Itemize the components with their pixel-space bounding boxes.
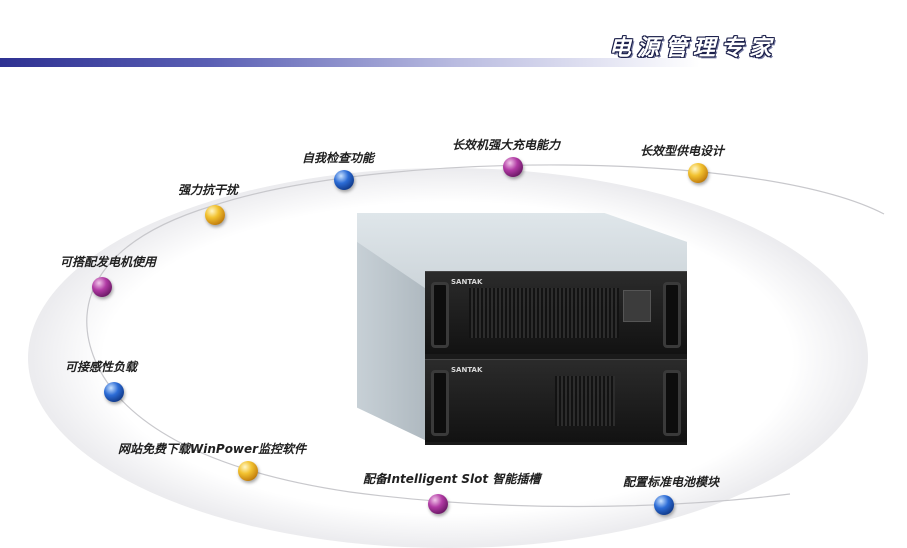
feature-ball-self-check bbox=[334, 170, 354, 190]
feature-label-battery-module: 配置标准电池模块 bbox=[623, 475, 720, 489]
feature-ball-long-supply bbox=[688, 163, 708, 183]
header-title: 电源管理专家 bbox=[609, 36, 778, 61]
feature-label-anti-interference: 强力抗干扰 bbox=[178, 183, 239, 197]
feature-label-generator: 可搭配发电机使用 bbox=[60, 255, 157, 269]
feature-ball-generator bbox=[92, 277, 112, 297]
feature-ball-anti-interference bbox=[205, 205, 225, 225]
feature-ball-battery-module bbox=[654, 495, 674, 515]
ups-brand-logo: SANTAK bbox=[451, 278, 483, 286]
ups-handle-icon bbox=[431, 282, 449, 348]
feature-label-long-supply: 长效型供电设计 bbox=[640, 144, 725, 158]
orbit-outer-arc bbox=[86, 164, 885, 508]
ups-vent-grille bbox=[469, 288, 619, 338]
feature-label-long-charge: 长效机强大充电能力 bbox=[452, 138, 561, 152]
ups-front-panel-upper: SANTAK bbox=[425, 271, 687, 354]
feature-ball-intelligent-slot bbox=[428, 494, 448, 514]
feature-label-inductive-load: 可接感性负载 bbox=[65, 360, 138, 374]
ups-front-panel-lower: SANTAK bbox=[425, 359, 687, 442]
ups-front: SANTAK SANTAK bbox=[425, 271, 687, 445]
ups-handle-icon bbox=[663, 370, 681, 436]
feature-label-winpower: 网站免费下载WinPower监控软件 bbox=[118, 442, 307, 456]
ups-handle-icon bbox=[431, 370, 449, 436]
ups-display-panel bbox=[623, 290, 651, 322]
feature-ball-inductive-load bbox=[104, 382, 124, 402]
feature-ball-winpower bbox=[238, 461, 258, 481]
ups-brand-logo: SANTAK bbox=[451, 366, 483, 374]
ups-vent-grille bbox=[555, 376, 615, 426]
header-gradient-bar bbox=[0, 58, 700, 67]
feature-label-intelligent-slot: 配备Intelligent Slot 智能插槽 bbox=[363, 472, 541, 486]
feature-ball-long-charge bbox=[503, 157, 523, 177]
feature-label-self-check: 自我检查功能 bbox=[302, 151, 375, 165]
ups-cabinet-image: SANTAK SANTAK bbox=[357, 213, 687, 445]
ups-handle-icon bbox=[663, 282, 681, 348]
